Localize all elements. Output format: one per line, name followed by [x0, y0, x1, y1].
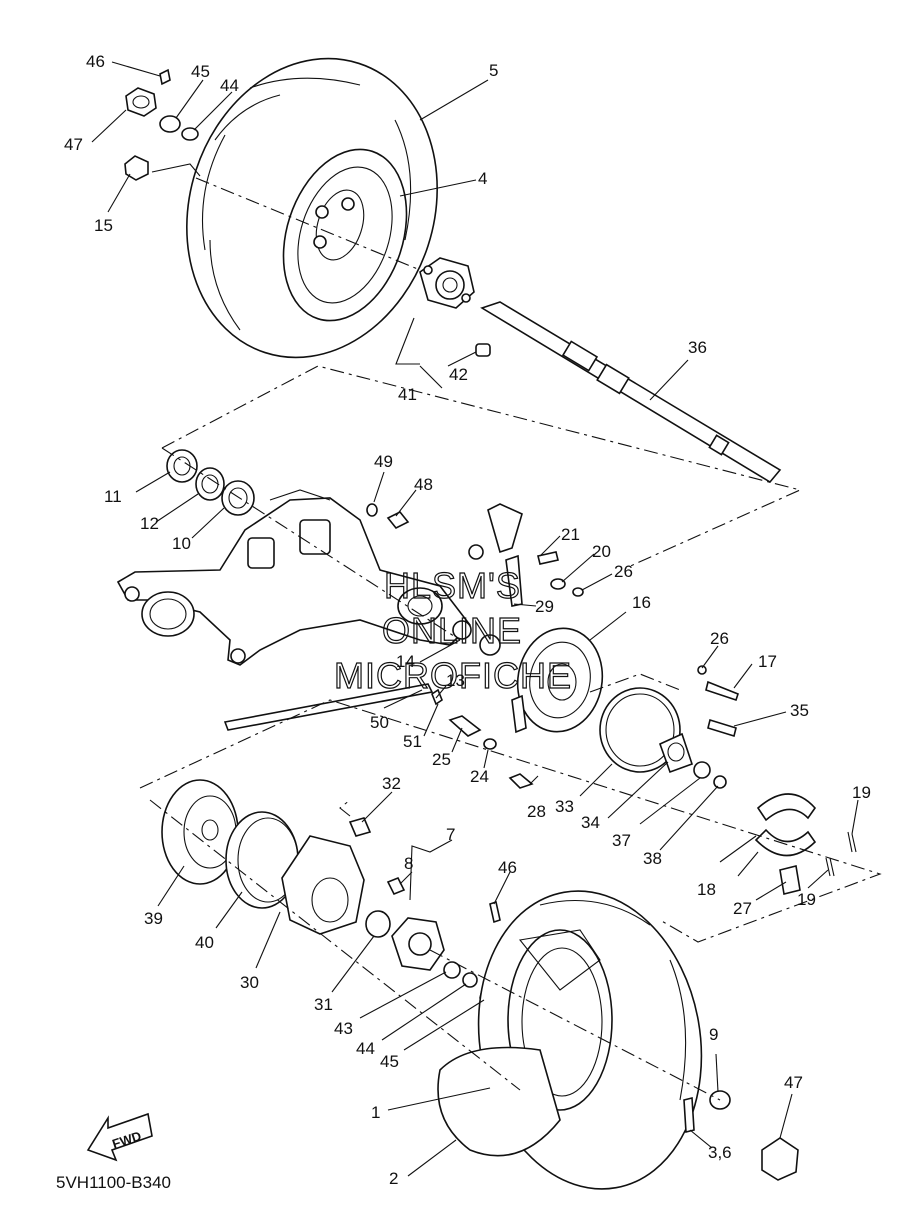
- callout-28: 28: [527, 802, 546, 821]
- wheel-hub-top: [419, 257, 491, 357]
- callout-44b: 44: [356, 1039, 375, 1058]
- callout-29: 29: [535, 597, 554, 616]
- callout-2: 2: [389, 1169, 398, 1188]
- callout-15: 15: [94, 216, 113, 235]
- callout-21: 21: [561, 525, 580, 544]
- watermark-line-3: MICROFICHE: [334, 655, 572, 696]
- callout-42: 42: [449, 365, 468, 384]
- vent-bolt: [366, 503, 410, 530]
- callout-10: 10: [172, 534, 191, 553]
- callout-17: 17: [758, 652, 777, 671]
- callout-18: 18: [697, 880, 716, 899]
- callout-36: 36: [688, 338, 707, 357]
- callout-8: 8: [404, 854, 413, 873]
- callout-11: 11: [104, 487, 122, 506]
- callout-26b: 26: [710, 629, 729, 648]
- callout-labels: 46 45 44 47 15 5 4 41 42 36 11 12 10 49 …: [64, 52, 871, 1188]
- callout-38: 38: [643, 849, 662, 868]
- swingarm-assembly: [116, 489, 472, 666]
- callout-31: 31: [314, 995, 333, 1014]
- rear-wheel-top: [186, 57, 438, 359]
- callout-46b: 46: [498, 858, 517, 877]
- callout-30: 30: [240, 973, 259, 992]
- bearings-seals: [166, 449, 255, 516]
- callout-40: 40: [195, 933, 214, 952]
- callout-25: 25: [432, 750, 451, 769]
- fwd-arrow-icon: FWD: [86, 1112, 153, 1162]
- callout-12: 12: [140, 514, 159, 533]
- callout-47: 47: [64, 135, 83, 154]
- callout-45: 45: [191, 62, 210, 81]
- rear-wheel-bottom: [437, 890, 799, 1190]
- callout-20: 20: [592, 542, 611, 561]
- callout-41: 41: [398, 385, 417, 404]
- callout-7: 7: [446, 825, 455, 844]
- brake-shoes: [754, 793, 857, 895]
- brake-drum-parts: [161, 779, 406, 938]
- watermark: HLSM'S ONLINE MICROFICHE: [333, 564, 572, 696]
- callout-45b: 45: [380, 1052, 399, 1071]
- callout-26: 26: [614, 562, 633, 581]
- callout-14: 14: [396, 652, 415, 671]
- callout-33: 33: [555, 797, 574, 816]
- callout-51: 51: [403, 732, 422, 751]
- callout-16: 16: [632, 593, 651, 612]
- diagram-code: 5VH1100-B340: [56, 1173, 171, 1192]
- watermark-line-1: HLSM'S: [384, 565, 521, 606]
- misc-pins-bolts: [223, 683, 534, 789]
- callout-50: 50: [370, 713, 389, 732]
- callout-19a: 19: [852, 783, 871, 802]
- brake-housing-parts: [599, 665, 739, 789]
- leader-lines: [91, 61, 882, 1177]
- brake-shoe-plate: [452, 620, 604, 734]
- callout-46: 46: [86, 52, 105, 71]
- callout-34: 34: [581, 813, 600, 832]
- callout-48: 48: [414, 475, 433, 494]
- axle-nut-set-top: [124, 68, 199, 181]
- callout-24: 24: [470, 767, 489, 786]
- callout-9: 9: [709, 1025, 718, 1044]
- callout-13: 13: [446, 671, 465, 690]
- callout-4: 4: [478, 169, 487, 188]
- callout-27: 27: [733, 899, 752, 918]
- callout-1: 1: [371, 1103, 380, 1122]
- rear-axle-shaft: [480, 301, 782, 484]
- callout-49: 49: [374, 452, 393, 471]
- callout-19b: 19: [797, 890, 816, 909]
- callout-44: 44: [220, 76, 239, 95]
- watermark-line-2: ONLINE: [382, 610, 522, 651]
- callout-39: 39: [144, 909, 163, 928]
- callout-43: 43: [334, 1019, 353, 1038]
- callout-37: 37: [612, 831, 631, 850]
- callout-47b: 47: [784, 1073, 803, 1092]
- callout-32: 32: [382, 774, 401, 793]
- brake-camshaft-lever: [468, 503, 584, 607]
- callout-3-6: 3,6: [708, 1143, 732, 1162]
- callout-5: 5: [489, 61, 498, 80]
- callout-35: 35: [790, 701, 809, 720]
